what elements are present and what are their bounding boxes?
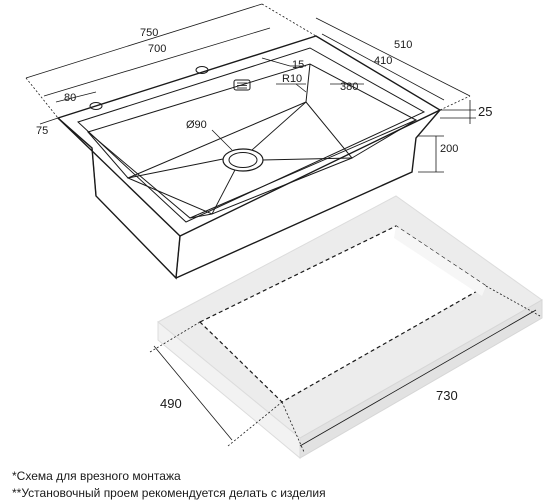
dim-edge-offset: 75 (36, 125, 48, 137)
sink-body-edge (175, 235, 181, 279)
sink-dimensions (25, 3, 476, 173)
cutout-dimensions (149, 285, 541, 453)
overflow-slot (233, 79, 251, 91)
sink-dimension-labels: 750 700 510 410 80 75 15 R10 380 25 200 … (36, 27, 492, 155)
sink-drawing (56, 35, 442, 280)
countertop-slab (157, 195, 543, 460)
tap-hole (195, 66, 209, 74)
bowl-edge (351, 119, 417, 159)
bowl-edge (305, 63, 311, 103)
sink-body-side (175, 109, 441, 279)
bowl-edge (87, 131, 129, 179)
dim-bowl-width: 380 (340, 81, 358, 93)
sink-rim-inner (77, 47, 426, 223)
dim-cutout-width: 490 (160, 396, 182, 411)
dim-corner-offset: 15 (292, 59, 304, 71)
installation-notes: *Схема для врезного монтажа **Установочн… (12, 468, 552, 502)
drain-inner (228, 152, 258, 168)
dim-drain-diameter: Ø90 (186, 119, 207, 131)
dim-outer-length: 750 (140, 27, 158, 39)
dim-inner-width: 410 (374, 55, 392, 67)
dim-tap-offset: 80 (64, 92, 76, 104)
sink-body-edge (91, 147, 97, 197)
dim-outer-width: 510 (394, 39, 412, 51)
cutout-inner-wall (394, 226, 486, 296)
cutout-opening (198, 225, 488, 403)
accessory-hole (89, 102, 103, 110)
slope-line (251, 101, 307, 151)
slope-line (261, 157, 353, 161)
bowl-edge (189, 213, 213, 219)
dim-inner-length: 700 (148, 43, 166, 55)
note-line: **Установочный проем рекомендуется делат… (12, 486, 326, 500)
slab-left-face (157, 320, 301, 460)
slope-line (127, 157, 229, 179)
dim-corner-radius: R10 (282, 73, 302, 85)
note-line: *Схема для врезного монтажа (12, 469, 181, 483)
dim-cutout-length: 730 (436, 388, 458, 403)
slope-line (211, 167, 237, 215)
dim-bowl-depth: 200 (440, 143, 458, 155)
dim-rim-height: 25 (478, 104, 492, 119)
